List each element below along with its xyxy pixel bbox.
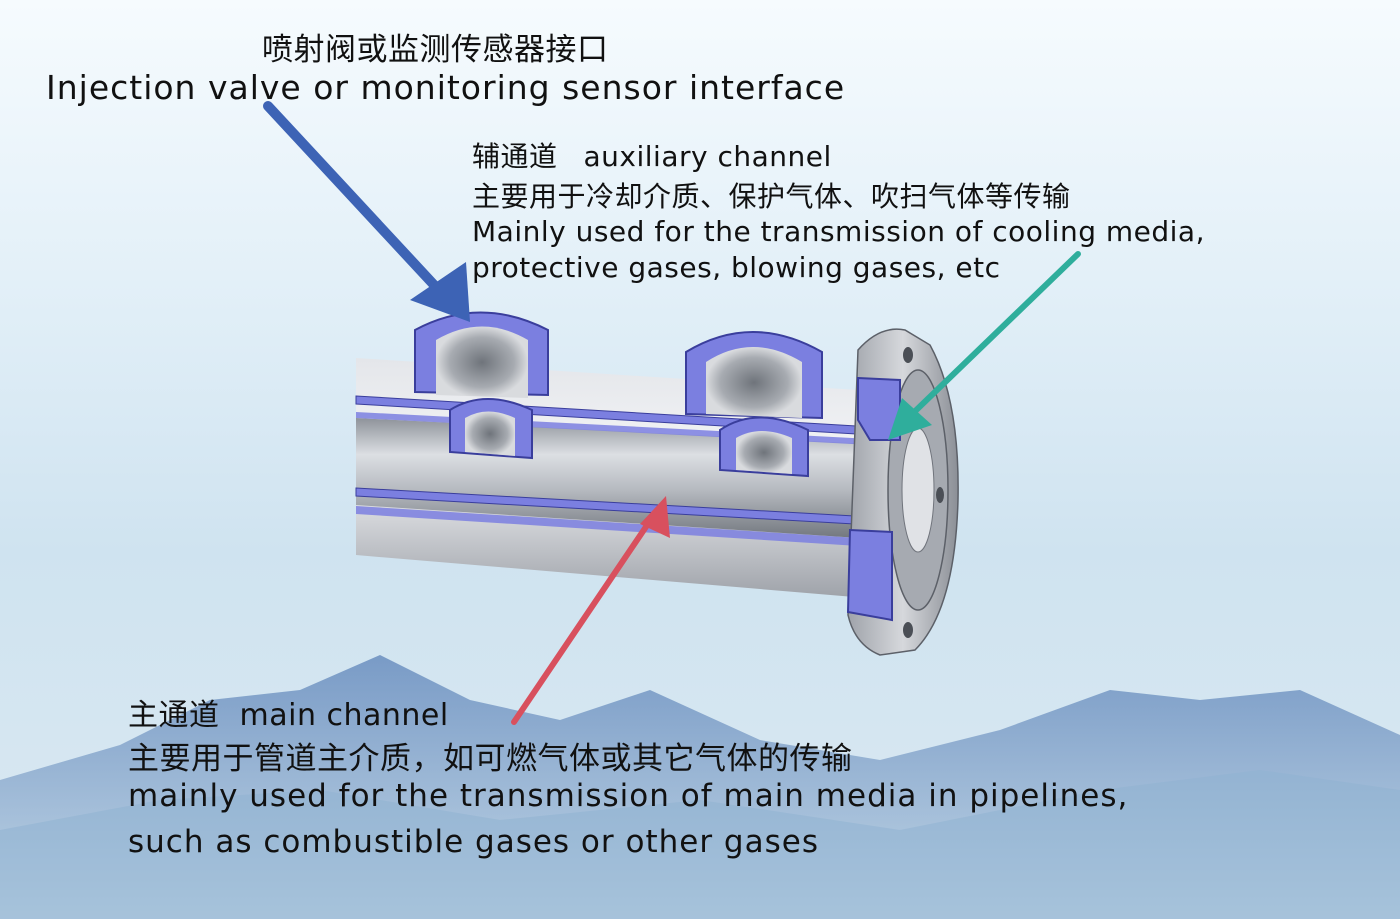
auxiliary-channel-desc-en-2: protective gases, blowing gases, etc — [472, 251, 1001, 284]
auxiliary-channel-desc-en-1: Mainly used for the transmission of cool… — [472, 215, 1205, 248]
main-channel-desc-en-1: mainly used for the transmission of main… — [128, 778, 1129, 814]
main-channel-title-cn: 主通道 — [128, 698, 220, 733]
injection-port-label-en: Injection valve or monitoring sensor int… — [46, 68, 846, 107]
flange — [846, 328, 959, 656]
auxiliary-channel-title-en: auxiliary channel — [583, 140, 832, 173]
auxiliary-channel-title: 辅通道 auxiliary channel — [472, 135, 832, 175]
main-channel-title: 主通道 main channel — [128, 690, 449, 734]
auxiliary-channel-desc-cn: 主要用于冷却介质、保护气体、吹扫气体等传输 — [472, 180, 1071, 213]
auxiliary-channel-title-cn: 辅通道 — [472, 140, 558, 173]
injection-port-label-cn: 喷射阀或监测传感器接口 — [262, 32, 609, 68]
main-channel-desc-cn: 主要用于管道主介质，如可燃气体或其它气体的传输 — [128, 741, 853, 777]
pipe-assembly — [355, 311, 959, 656]
main-channel-desc-en-2: such as combustible gases or other gases — [128, 824, 819, 860]
main-channel-arrow — [511, 496, 670, 725]
main-channel-title-en: main channel — [239, 698, 449, 733]
auxiliary-channel-arrow — [888, 251, 1081, 440]
injection-port-2 — [685, 331, 823, 478]
injection-port-1 — [414, 311, 549, 460]
injection-port-arrow — [263, 101, 470, 322]
mountain-background — [0, 655, 1400, 919]
